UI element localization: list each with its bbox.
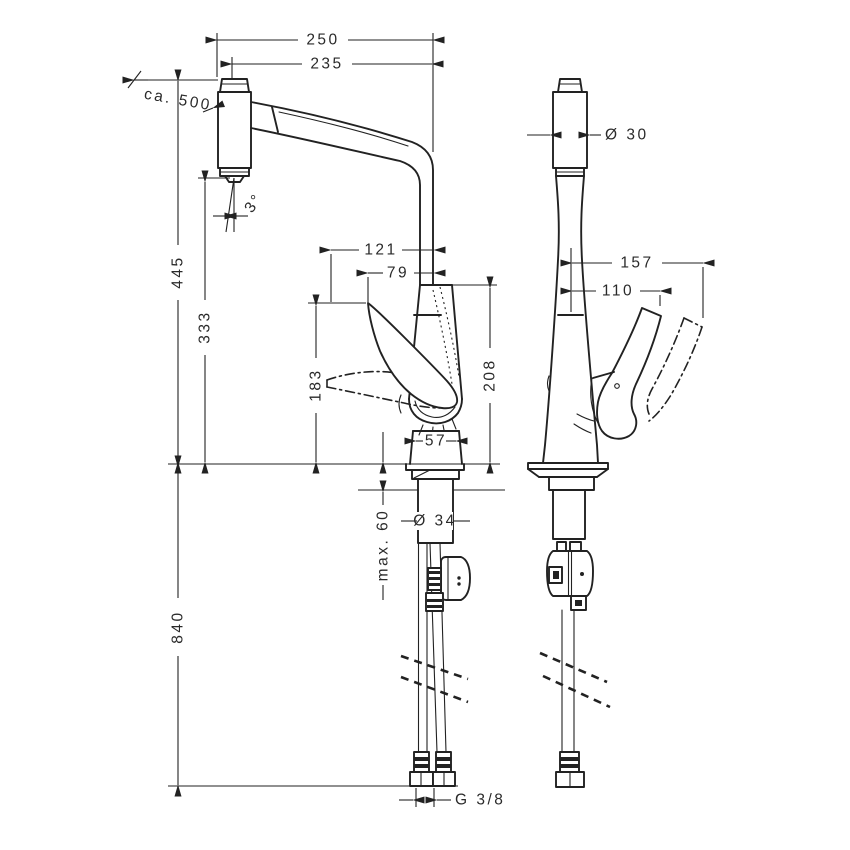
- hose-connectors-side: [409, 751, 456, 787]
- dim-hose-below-deck: 840: [170, 455, 187, 797]
- dim-label-3deg: 3°: [241, 190, 266, 216]
- break-lines-side: [400, 654, 469, 704]
- handle-step: [592, 371, 615, 379]
- dim-label-445: 445: [170, 255, 187, 288]
- dim-spray-angle: 3°: [213, 177, 267, 233]
- dim-spout-reach: 235: [220, 56, 444, 73]
- spray-head-front: [552, 78, 588, 177]
- aerator-tip: [224, 175, 245, 183]
- dim-label-183: 183: [308, 368, 325, 401]
- break-lines-front: [539, 651, 611, 709]
- dim-height-overall: 445: [170, 69, 187, 474]
- faucet-body-front: [542, 175, 600, 464]
- dim-handle-front-travel: 121: [319, 242, 446, 259]
- dim-label-157: 157: [620, 255, 653, 272]
- dim-label-g38: G 3/8: [455, 792, 505, 809]
- shank-front: [552, 489, 586, 540]
- dim-spray-diameter: Ø 30: [527, 127, 649, 144]
- dim-handle-height: 183: [308, 294, 325, 474]
- dim-label-110: 110: [602, 283, 634, 300]
- dim-label-235: 235: [310, 56, 343, 73]
- mounting-side: [400, 463, 471, 787]
- dim-label-max60: max. 60: [375, 509, 392, 582]
- dim-outlet-height: 208: [482, 276, 499, 474]
- spray-head: [217, 78, 252, 183]
- handle-pin: [614, 383, 620, 389]
- dim-base-width: 57: [404, 432, 468, 450]
- dim-thread: G 3/8: [399, 792, 505, 809]
- dim-label-79: 79: [387, 265, 409, 282]
- front-view: [527, 78, 703, 788]
- dim-shank-diameter: Ø 34: [401, 512, 470, 530]
- dim-overall-reach: 250: [205, 32, 445, 49]
- base-plate-front: [527, 462, 609, 491]
- spout-joint-line: [271, 106, 279, 133]
- dim-label-dia30: Ø 30: [605, 127, 649, 144]
- dim-label-121: 121: [364, 242, 397, 259]
- dim-height-outlet: 333: [197, 170, 214, 474]
- dim-label-250: 250: [306, 32, 339, 49]
- mounting-front: [539, 489, 611, 788]
- dim-label-333: 333: [197, 310, 214, 343]
- dim-handle-front: 79: [356, 265, 446, 282]
- dim-handle-side-travel: 157: [560, 255, 715, 272]
- hose-weight-block: [440, 556, 471, 601]
- dim-label-dia34: Ø 34: [413, 513, 457, 530]
- hidden-hose-line: [432, 289, 453, 385]
- hose-weight-block-front: [546, 550, 594, 597]
- shank: [417, 478, 454, 544]
- handle-side: [367, 302, 459, 410]
- dim-label-840: 840: [170, 610, 187, 643]
- handle-open-position-front: [646, 317, 703, 422]
- pivot-dome: [408, 398, 463, 425]
- detent-lever: [413, 469, 431, 479]
- dim-label-57: 57: [425, 433, 447, 450]
- dim-label-208: 208: [482, 358, 499, 391]
- spout: [250, 101, 434, 286]
- quick-connector: [425, 567, 444, 612]
- dim-handle-side: 110: [560, 283, 672, 300]
- dim-pullout-hose: ca. 500: [122, 76, 225, 114]
- hose-connector-front: [555, 751, 585, 788]
- dim-max-deck-thickness: max. 60: [374, 432, 392, 600]
